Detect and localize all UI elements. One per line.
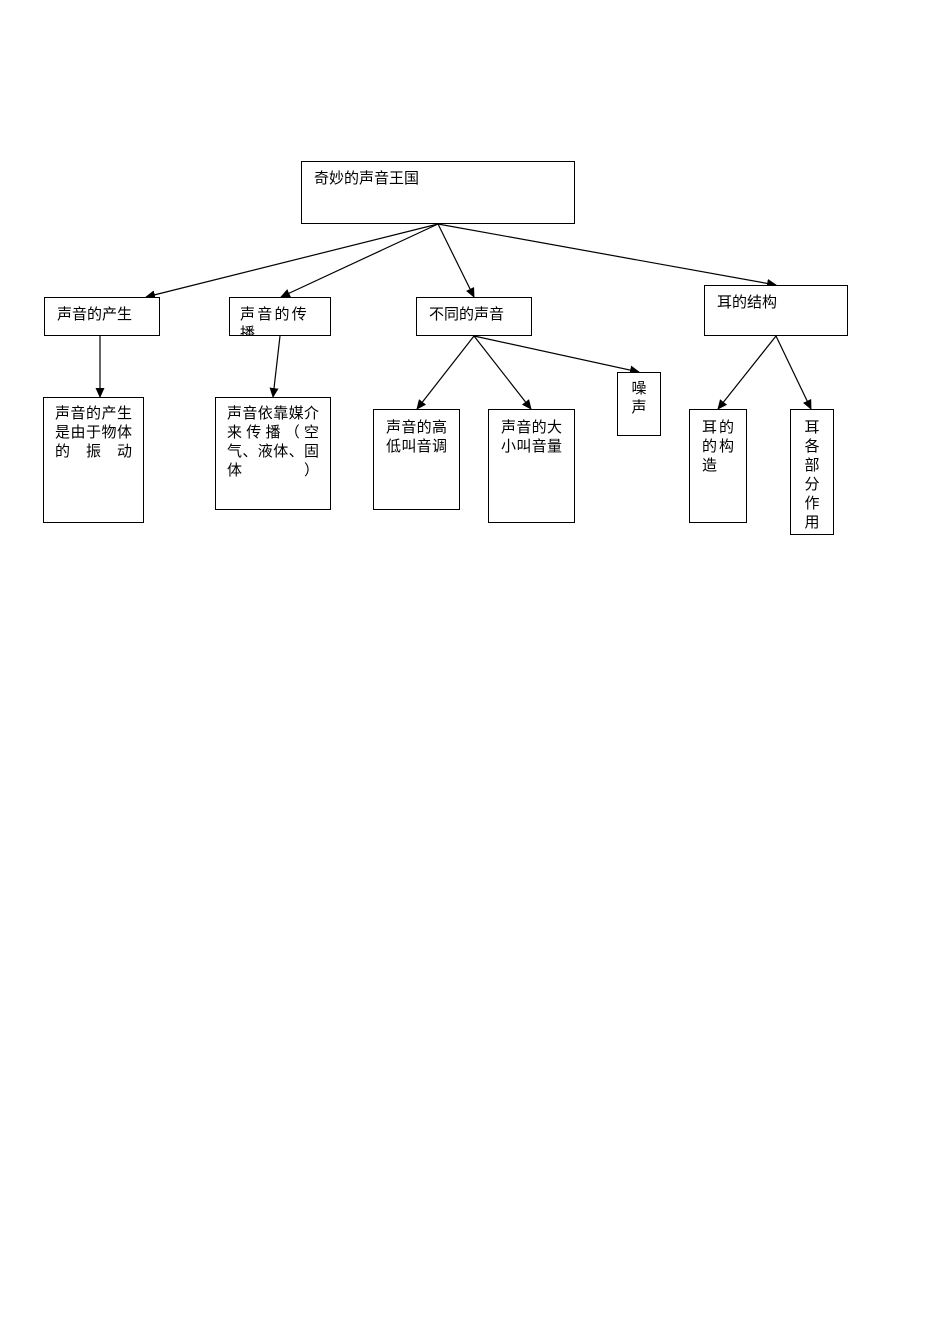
branch-different-sounds-label: 不同的声音	[429, 305, 505, 323]
branch-sound-production-box: 声音的产生	[44, 297, 160, 336]
detail-volume-box: 声音的大小叫音量	[488, 409, 575, 523]
detail-vibration-label: 声音的产生是由于物体的振动	[55, 404, 132, 460]
detail-pitch-box: 声音的高低叫音调	[373, 409, 460, 510]
detail-ear-parts-function-box: 耳各部分作用	[790, 409, 834, 535]
detail-pitch-label: 声音的高低叫音调	[386, 418, 447, 455]
detail-noise-label: 噪声	[631, 379, 647, 416]
arrow-root-to-different	[437, 223, 475, 298]
detail-medium-label: 声音依靠媒介来传播（空气、液体、固体）	[227, 404, 319, 479]
arrow-different-to-pitch	[416, 335, 475, 410]
detail-ear-parts-function-label: 耳各部分作用	[804, 418, 820, 531]
detail-ear-construction-label: 耳的的构造	[702, 418, 734, 474]
branch-sound-propagation-label: 声音的传播	[240, 305, 310, 336]
detail-ear-construction-box: 耳的的构造	[689, 409, 747, 523]
detail-volume-label: 声音的大小叫音量	[501, 418, 562, 455]
arrow-different-to-volume	[473, 335, 532, 410]
detail-noise-box: 噪声	[617, 372, 661, 436]
detail-vibration-box: 声音的产生是由于物体的振动	[43, 397, 144, 523]
arrow-root-to-ear	[437, 223, 777, 288]
branch-ear-structure-label: 耳的结构	[717, 293, 778, 311]
arrow-propagation-to-medium	[269, 335, 281, 398]
arrow-ear-to-construction	[717, 335, 777, 410]
arrow-root-to-propagation	[280, 223, 439, 298]
connector-lines	[95, 223, 812, 410]
root-topic-label: 奇妙的声音王国	[314, 169, 420, 187]
arrow-root-to-production	[145, 223, 439, 300]
branch-sound-propagation-box: 声音的传播	[229, 297, 331, 336]
branch-ear-structure-box: 耳的结构	[704, 285, 848, 336]
arrow-ear-to-parts-function	[775, 335, 812, 410]
branch-sound-production-label: 声音的产生	[57, 305, 133, 323]
root-topic-box: 奇妙的声音王国	[301, 161, 575, 224]
detail-medium-box: 声音依靠媒介来传播（空气、液体、固体）	[215, 397, 331, 510]
arrow-different-to-noise	[473, 335, 640, 375]
branch-different-sounds-box: 不同的声音	[416, 297, 532, 336]
